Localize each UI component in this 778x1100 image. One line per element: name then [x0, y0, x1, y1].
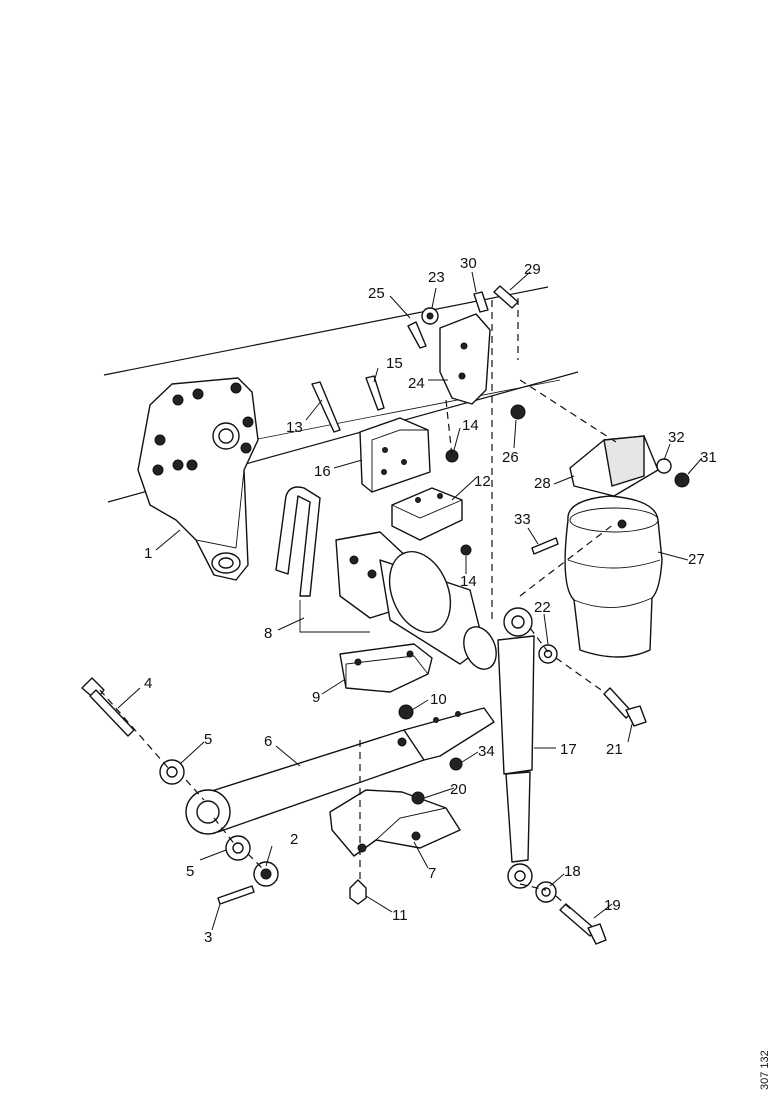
callout-14-lower: 14	[460, 573, 477, 590]
callout-21: 21	[606, 741, 623, 758]
callout-10: 10	[430, 691, 447, 708]
nut-14-upper	[445, 449, 459, 463]
bolt-19	[559, 903, 607, 945]
leader-lines	[117, 271, 703, 931]
callout-18: 18	[564, 863, 581, 880]
callout-5-lower: 5	[186, 863, 194, 880]
callout-5-upper: 5	[204, 731, 212, 748]
callout-16: 16	[314, 463, 331, 480]
screw-3	[217, 885, 255, 905]
callout-13: 13	[286, 419, 303, 436]
nut-10	[398, 704, 414, 720]
shock-absorber	[497, 607, 535, 889]
callout-33: 33	[514, 511, 531, 528]
nut-2	[253, 861, 279, 887]
bolt-15	[365, 375, 385, 411]
lower-axle-seat	[329, 789, 461, 857]
callout-32: 32	[668, 429, 685, 446]
callout-28: 28	[534, 475, 551, 492]
clamp-plate	[391, 487, 463, 541]
drawing-reference-number: 307 132	[759, 1050, 771, 1090]
washer-18	[535, 881, 557, 903]
bolt-4	[81, 677, 135, 737]
washer-22	[538, 644, 558, 664]
nut-31	[674, 472, 690, 488]
callout-2: 2	[290, 831, 298, 848]
nut-14-lower	[460, 544, 472, 556]
bolt-33	[531, 537, 559, 555]
nut-20	[411, 791, 425, 805]
u-bolt	[275, 486, 370, 633]
upper-axle-bracket	[359, 417, 431, 493]
bolt-21	[603, 687, 647, 727]
washer-5-lower	[225, 835, 251, 861]
callout-25: 25	[368, 285, 385, 302]
air-spring-upper-bracket	[439, 313, 491, 405]
air-spring-top-plate	[569, 435, 659, 497]
callout-6: 6	[264, 733, 272, 750]
callout-22: 22	[534, 599, 551, 616]
callout-24: 24	[408, 375, 425, 392]
nut-34	[449, 757, 463, 771]
washer-32	[656, 458, 672, 474]
callout-34: 34	[478, 743, 495, 760]
trailing-arm	[185, 707, 495, 835]
assembly-lines	[99, 298, 617, 913]
nut-26	[510, 404, 526, 420]
callout-11: 11	[392, 907, 408, 924]
callout-labels: 1 2 3 4 5 5 6 7 8 9 10 11 12 13 14 14 15…	[144, 255, 717, 946]
callout-20: 20	[450, 781, 467, 798]
bolt-30	[473, 291, 489, 313]
axle-housing	[335, 531, 497, 670]
nut-23	[421, 307, 439, 325]
callout-9: 9	[312, 689, 320, 706]
air-spring-bellows	[564, 495, 663, 658]
callout-14-upper: 14	[462, 417, 479, 434]
callout-31: 31	[700, 449, 717, 466]
bolt-13	[311, 381, 341, 433]
callout-1: 1	[144, 545, 152, 562]
nut-11	[349, 879, 367, 905]
callout-26: 26	[502, 449, 519, 466]
callout-7: 7	[428, 865, 436, 882]
callout-30: 30	[460, 255, 477, 272]
callout-4: 4	[144, 675, 152, 692]
callout-29: 29	[524, 261, 541, 278]
callout-15: 15	[386, 355, 403, 372]
callout-8: 8	[264, 625, 272, 642]
callout-19: 19	[604, 897, 621, 914]
callout-23: 23	[428, 269, 445, 286]
callout-3: 3	[204, 929, 212, 946]
front-spring-bracket	[137, 377, 259, 581]
callout-27: 27	[688, 551, 705, 568]
bolt-25	[407, 321, 427, 349]
nut-5-upper	[159, 759, 185, 785]
callout-12: 12	[474, 473, 491, 490]
callout-17: 17	[560, 741, 577, 758]
lower-spring-seat	[339, 643, 433, 693]
